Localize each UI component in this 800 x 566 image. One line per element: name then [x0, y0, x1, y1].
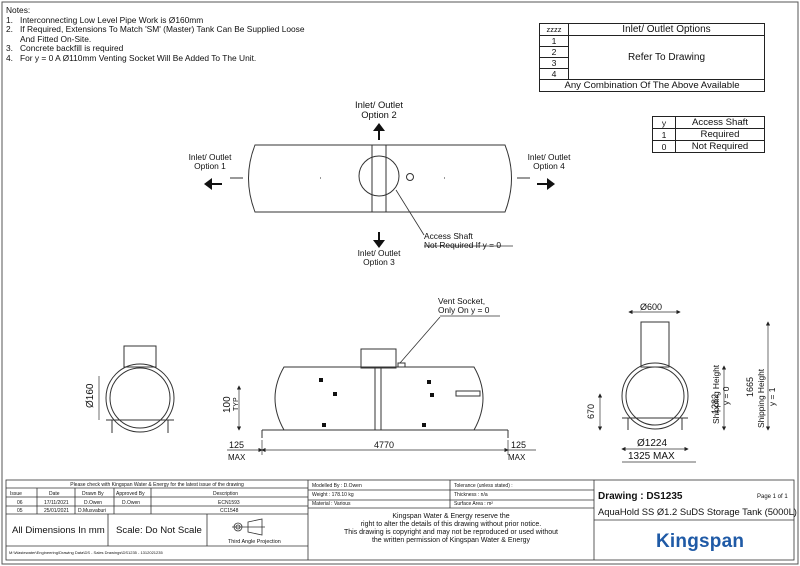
rev-cell: ECN1593 — [218, 500, 240, 506]
access-code-header: y — [652, 116, 676, 129]
option-row: 4 — [539, 68, 569, 80]
options-title: Inlet/ Outlet Options — [568, 23, 765, 36]
typ-label: TYP — [233, 397, 240, 411]
projection-symbol — [232, 518, 265, 536]
drawing-number: Drawing : DS1235 — [598, 491, 683, 502]
h670-label: 670 — [586, 403, 596, 419]
rev-header-approved: Approved By — [116, 491, 145, 497]
vent-socket-note: Vent Socket,Only On y = 0 — [438, 296, 490, 316]
access-code: 0 — [652, 140, 676, 153]
material: Material : Various — [312, 501, 351, 507]
left-end-view — [105, 345, 175, 433]
kingspan-logo: Kingspan — [656, 531, 745, 552]
copyright-notice: Kingspan Water & Energy reserve the righ… — [343, 513, 558, 544]
end-view-dims — [597, 309, 771, 463]
left-overhang-value: 125 — [229, 440, 245, 450]
access-leader — [395, 189, 425, 236]
width-1325-label: 1325 MAX — [628, 451, 675, 462]
access-header: Access Shaft — [675, 116, 765, 129]
plan-arrows — [204, 123, 555, 248]
revision-banner: Please check with Kingspan Water & Energ… — [70, 482, 244, 488]
access-label: Required — [675, 128, 765, 141]
shipping-height-b: Shipping Height — [756, 368, 766, 428]
typ100-label: 100 — [222, 396, 233, 413]
rev-cell: 25/01/2021 — [44, 508, 70, 514]
modelled-by: Modelled By : D.Owen — [312, 483, 362, 489]
notes-heading: Notes: — [6, 5, 31, 15]
access-table: y Access Shaft 1 Required 0 Not Required — [652, 116, 765, 153]
note-line: 2.If Required, Extensions To Match 'SM' … — [6, 24, 305, 35]
access-label: Not Required — [675, 140, 765, 153]
rev-header-description: Description — [213, 491, 239, 497]
surface-area: Surface Area : m² — [454, 501, 493, 507]
rev-cell: CC1548 — [220, 508, 239, 514]
length-value: 4770 — [374, 440, 395, 450]
right-overhang-value: 125 — [511, 440, 527, 450]
title-block-grid — [5, 479, 795, 561]
note-line: 4.For y = 0 A Ø110mm Venting Socket Will… — [6, 52, 257, 63]
rev-header-issue: Issue — [10, 491, 22, 497]
options-footer: Any Combination Of The Above Available — [539, 79, 765, 92]
file-path: M:\Wastewater\Engineering\Drawing Data\D… — [9, 550, 163, 555]
options-code-header: zzzz — [539, 23, 569, 36]
dia160-label: Ø160 — [85, 383, 96, 408]
weight: Weight : 178.10 kg — [312, 492, 354, 498]
note-line: 3.Concrete backfill is required — [6, 43, 124, 54]
tolerance: Tolerance (unless stated) : — [454, 483, 513, 489]
thickness: Thickness : n/a — [454, 492, 488, 498]
left-overhang-max: MAX — [228, 453, 246, 462]
options-refer: Refer To Drawing — [568, 35, 765, 80]
note-line: And Fitted On-Site. — [20, 33, 92, 44]
option-row: 2 — [539, 46, 569, 58]
rev-cell: D.Musvaburi — [78, 508, 107, 514]
rev-header-drawn: Drawn By — [82, 491, 104, 497]
right-overhang-max: MAX — [508, 453, 526, 462]
projection-label: Third Angle Projection — [228, 539, 281, 545]
rev-cell: 05 — [17, 508, 23, 514]
option-row: 3 — [539, 57, 569, 69]
elevation-view — [261, 348, 509, 438]
rev-header-date: Date — [49, 491, 60, 497]
access-code: 1 — [652, 128, 676, 141]
h1665-label: 1665 — [745, 376, 755, 397]
dimensions-note: All Dimensions In mm — [12, 525, 105, 536]
drawing-title: AquaHold SS Ø1.2 SuDS Storage Tank (5000… — [598, 506, 797, 517]
notes-block: Notes: 1.Interconnecting Low Level Pipe … — [6, 5, 305, 64]
rev-cell: 06 — [17, 500, 23, 506]
shipping-height-a: Shipping Height — [711, 364, 721, 424]
dia1224-label: Ø1224 — [637, 438, 668, 449]
dia600-label: Ø600 — [640, 302, 663, 312]
option-row: 1 — [539, 35, 569, 47]
shipping-y0: y = 0 — [721, 386, 731, 405]
rev-cell: 17/11/2021 — [44, 500, 69, 506]
note-line: 1.Interconnecting Low Level Pipe Work is… — [6, 14, 204, 25]
shipping-y1: y = 1 — [767, 387, 777, 406]
page-indicator: Page 1 of 1 — [757, 494, 788, 500]
plan-view — [230, 144, 530, 213]
rev-cell: D.Owen — [122, 500, 141, 506]
right-end-view — [621, 321, 689, 430]
scale-note: Scale: Do Not Scale — [116, 525, 202, 536]
options-table: zzzz Inlet/ Outlet Options 1 Refer To Dr… — [539, 23, 765, 92]
elevation-dims — [227, 385, 536, 455]
elevation-sockets — [319, 378, 434, 427]
rev-cell: D.Owen — [84, 500, 103, 506]
